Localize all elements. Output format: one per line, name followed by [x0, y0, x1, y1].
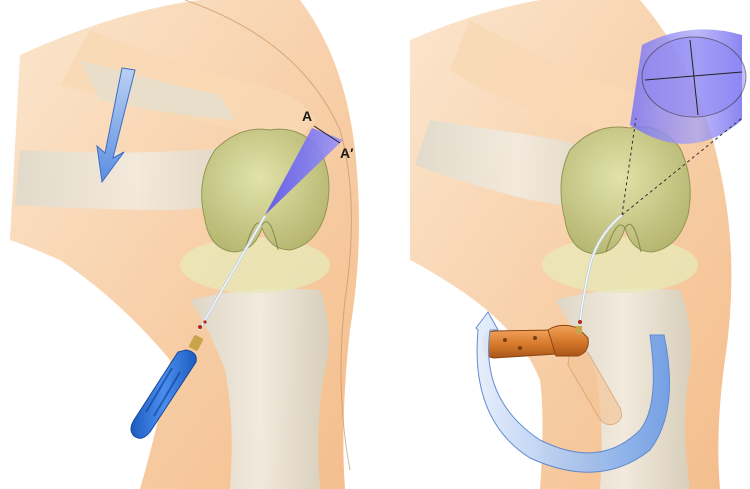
left-tibial-plateau [180, 237, 330, 293]
left-panel: A A′ [10, 0, 359, 489]
label-a: A [302, 108, 312, 124]
right-tibial-plateau [542, 237, 698, 293]
label-a-prime: A′ [340, 145, 354, 161]
left-portal-dot [198, 325, 202, 329]
right-panel [410, 0, 746, 489]
right-portal-dot [578, 320, 582, 324]
left-portal-dot-2 [203, 320, 206, 323]
